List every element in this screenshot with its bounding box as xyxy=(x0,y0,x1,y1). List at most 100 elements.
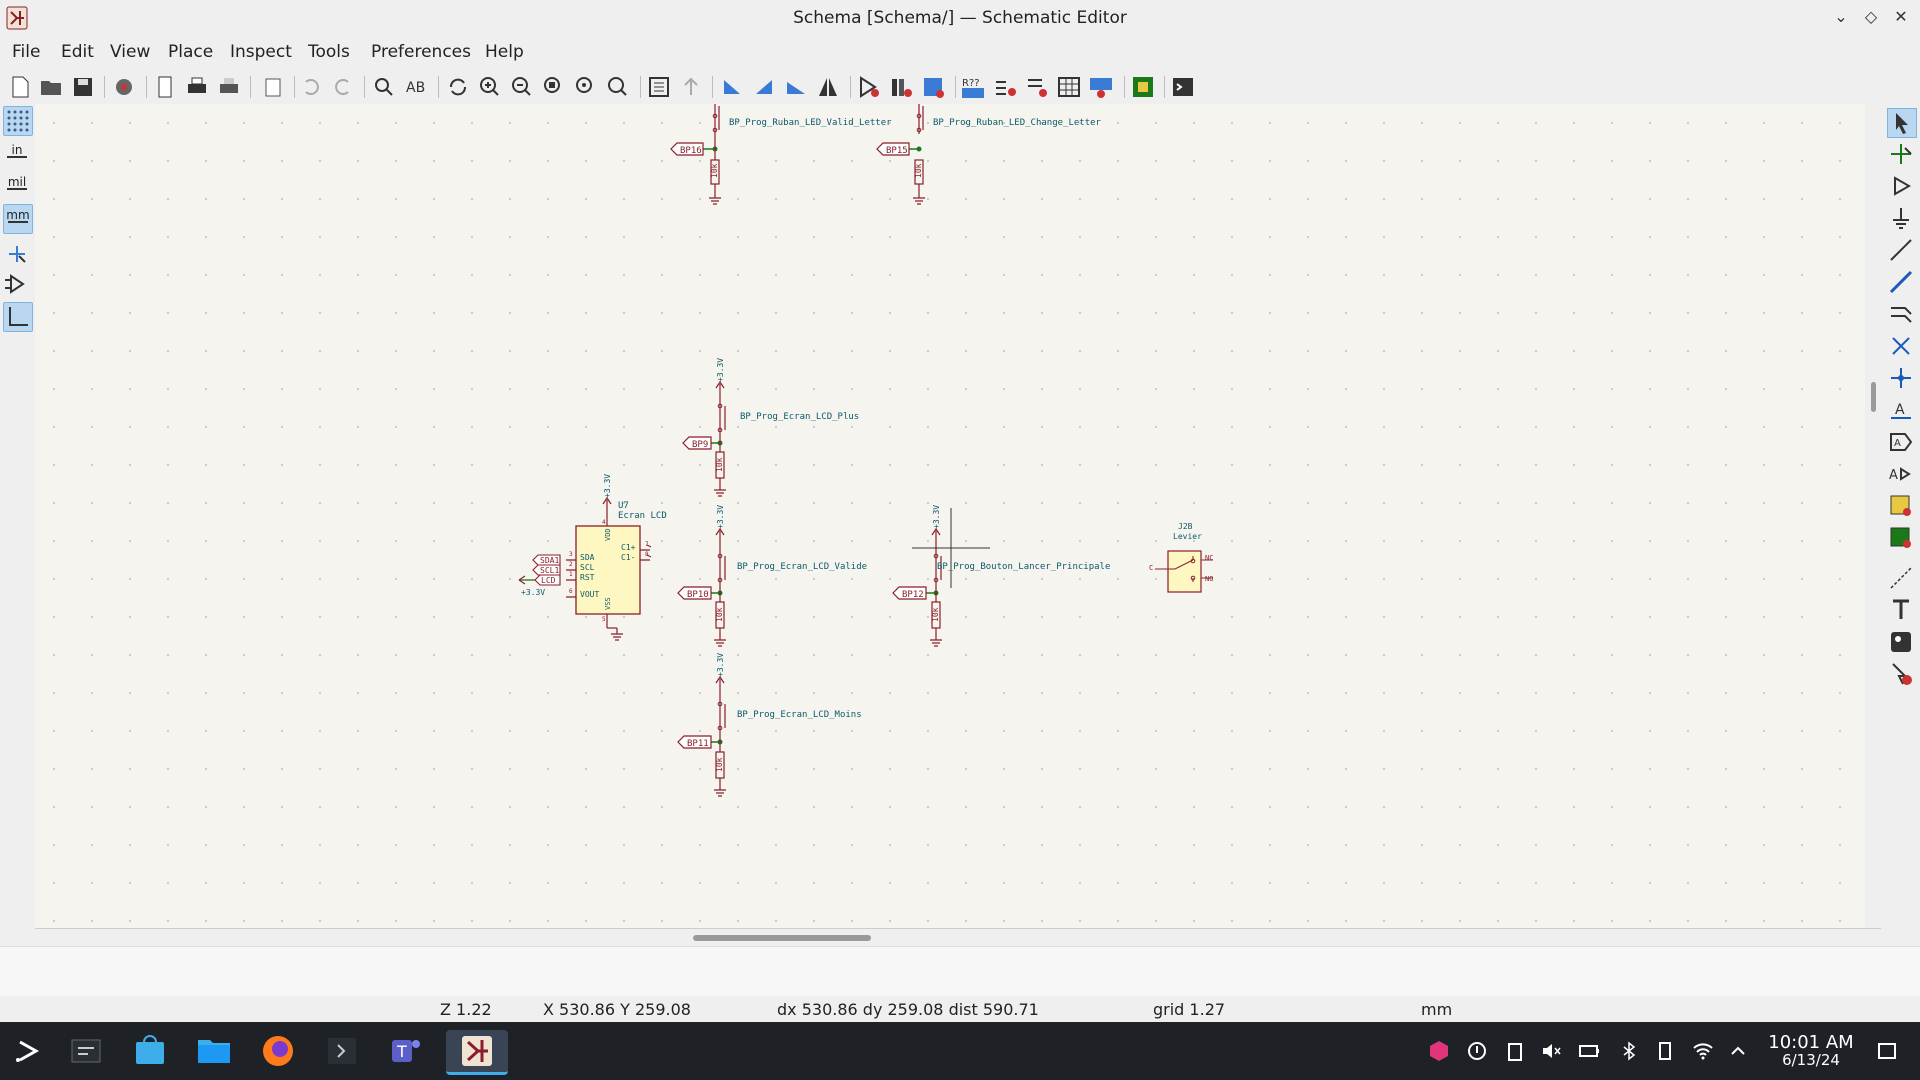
add-power-icon[interactable] xyxy=(1887,204,1915,232)
system-settings-icon[interactable] xyxy=(64,1030,108,1072)
paste-icon[interactable] xyxy=(260,74,286,100)
lcd-u7[interactable]: +3.3V U7 Ecran LCD VDD VSS SDA SCL RST V… xyxy=(518,474,667,641)
vertical-scroll-thumb[interactable] xyxy=(1871,382,1876,412)
add-line-icon[interactable] xyxy=(1887,236,1915,264)
cursor-crosshair-icon[interactable] xyxy=(3,240,31,268)
menu-place[interactable]: Place xyxy=(168,42,214,62)
add-text-icon[interactable] xyxy=(1887,596,1915,624)
new-file-icon[interactable] xyxy=(7,74,33,100)
symbol-fields-icon[interactable] xyxy=(1024,74,1050,100)
button-bp11[interactable]: +3.3V BP_Prog_Ecran_LCD_Moins BP11 10k xyxy=(677,653,862,797)
global-label-icon[interactable]: A xyxy=(1887,428,1915,456)
schematic-canvas[interactable]: BP_Prog_Ruban_LED_Valid_Letter BP16 10k … xyxy=(35,104,1865,928)
restore-icon[interactable]: ◇ xyxy=(1864,7,1878,26)
bom-icon[interactable] xyxy=(1088,74,1114,100)
menu-preferences[interactable]: Preferences xyxy=(371,42,471,62)
lever-j2b[interactable]: J2B Levier C NC NO xyxy=(1149,522,1213,593)
import-sheet-icon[interactable] xyxy=(1887,524,1915,552)
find-replace-icon[interactable]: AB xyxy=(403,74,429,100)
hierarchy-navigator-icon[interactable] xyxy=(646,74,672,100)
bluetooth-icon[interactable] xyxy=(1618,1040,1640,1062)
chevron-up-icon[interactable] xyxy=(1727,1040,1749,1062)
app-launcher-icon[interactable] xyxy=(6,1030,50,1072)
hier-label-icon[interactable]: A xyxy=(1887,460,1915,488)
plot-icon[interactable] xyxy=(216,74,242,100)
updates-icon[interactable] xyxy=(1466,1040,1488,1062)
file-manager-icon[interactable] xyxy=(192,1030,236,1072)
print-icon[interactable] xyxy=(184,74,210,100)
page-settings-icon[interactable] xyxy=(152,74,178,100)
button-bp12[interactable]: +3.3V BP_Prog_Bouton_Lancer_Principale B… xyxy=(892,505,1110,647)
annotate-icon[interactable] xyxy=(920,74,946,100)
rotate-ccw-icon[interactable] xyxy=(719,74,745,100)
hidden-pins-icon[interactable] xyxy=(3,270,31,298)
tray-app-icon[interactable] xyxy=(1428,1040,1450,1062)
no-connect-icon[interactable] xyxy=(1887,332,1915,360)
add-graphic-lines-icon[interactable] xyxy=(1887,564,1915,592)
taskbar-clock[interactable]: 10:01 AM 6/13/24 xyxy=(1756,1032,1866,1069)
symbol-editor-icon[interactable] xyxy=(856,74,882,100)
pcb-editor-icon[interactable] xyxy=(1130,74,1156,100)
highlight-net-icon[interactable] xyxy=(1887,140,1915,168)
chevron-down-icon[interactable]: ⌄ xyxy=(1834,7,1848,26)
open-folder-icon[interactable] xyxy=(38,74,64,100)
add-wire-icon[interactable] xyxy=(1887,268,1915,296)
menu-help[interactable]: Help xyxy=(485,42,524,62)
zoom-out-icon[interactable] xyxy=(509,74,535,100)
rotate-cw-icon[interactable] xyxy=(751,74,777,100)
volume-muted-icon[interactable] xyxy=(1540,1040,1562,1062)
horizontal-scroll-thumb[interactable] xyxy=(693,935,871,941)
clipboard-icon[interactable] xyxy=(1504,1040,1526,1062)
add-image-icon[interactable] xyxy=(1887,628,1915,656)
zoom-fit-icon[interactable] xyxy=(541,74,567,100)
menu-edit[interactable]: Edit xyxy=(61,42,94,62)
select-arrow-icon[interactable] xyxy=(1887,108,1917,138)
menu-inspect[interactable]: Inspect xyxy=(230,42,292,62)
zoom-objects-icon[interactable] xyxy=(573,74,599,100)
junction-icon[interactable] xyxy=(1887,364,1915,392)
button-bp16[interactable]: BP_Prog_Ruban_LED_Valid_Letter BP16 10k xyxy=(670,104,892,205)
annotate-refs-icon[interactable]: R?? xyxy=(960,74,986,100)
zoom-selection-icon[interactable] xyxy=(605,74,631,100)
menu-file[interactable]: File xyxy=(12,42,41,62)
vertical-scrollbar[interactable] xyxy=(1866,104,1880,928)
fields-table-icon[interactable] xyxy=(1056,74,1082,100)
add-bus-icon[interactable] xyxy=(1887,300,1915,328)
firefox-icon[interactable] xyxy=(256,1030,300,1072)
button-bp15[interactable]: BP_Prog_Ruban_LED_Change_Letter BP15 10k xyxy=(876,104,1102,205)
erc-icon[interactable] xyxy=(992,74,1018,100)
menu-view[interactable]: View xyxy=(110,42,151,62)
symbol-library-icon[interactable] xyxy=(888,74,914,100)
undo-icon[interactable] xyxy=(298,74,324,100)
discover-store-icon[interactable] xyxy=(128,1030,172,1072)
add-sheet-icon[interactable] xyxy=(1887,492,1915,520)
add-symbol-icon[interactable] xyxy=(1887,172,1915,200)
scripting-console-icon[interactable] xyxy=(1170,74,1196,100)
menu-tools[interactable]: Tools xyxy=(308,42,350,62)
redo-icon[interactable] xyxy=(330,74,356,100)
units-mil-button[interactable]: mil xyxy=(7,175,27,190)
kicad-taskbar-icon[interactable] xyxy=(446,1030,508,1075)
grid-toggle-icon[interactable] xyxy=(3,106,33,136)
leave-sheet-icon[interactable] xyxy=(678,74,704,100)
button-bp10[interactable]: +3.3V BP_Prog_Ecran_LCD_Valide BP10 10k xyxy=(677,505,867,647)
mirror-vertical-icon[interactable] xyxy=(783,74,809,100)
save-icon[interactable] xyxy=(70,74,96,100)
add-label-icon[interactable]: A xyxy=(1887,396,1915,424)
battery-icon[interactable] xyxy=(1578,1040,1600,1062)
zoom-in-icon[interactable] xyxy=(477,74,503,100)
terminal-icon[interactable] xyxy=(320,1030,364,1072)
schematic-setup-icon[interactable] xyxy=(111,74,137,100)
teams-icon[interactable]: T xyxy=(384,1030,428,1072)
close-icon[interactable]: ✕ xyxy=(1894,7,1908,26)
find-icon[interactable] xyxy=(371,74,397,100)
refresh-icon[interactable] xyxy=(445,74,471,100)
button-bp9[interactable]: +3.3V BP_Prog_Ecran_LCD_Plus BP9 10k xyxy=(682,358,859,497)
delete-tool-icon[interactable] xyxy=(1887,660,1915,688)
line-mode-icon[interactable] xyxy=(3,302,33,332)
wifi-icon[interactable] xyxy=(1692,1040,1714,1062)
mirror-horizontal-icon[interactable] xyxy=(815,74,841,100)
horizontal-scrollbar[interactable] xyxy=(35,928,1881,945)
show-desktop-icon[interactable] xyxy=(1876,1040,1898,1062)
units-inch-button[interactable]: in xyxy=(3,140,31,168)
